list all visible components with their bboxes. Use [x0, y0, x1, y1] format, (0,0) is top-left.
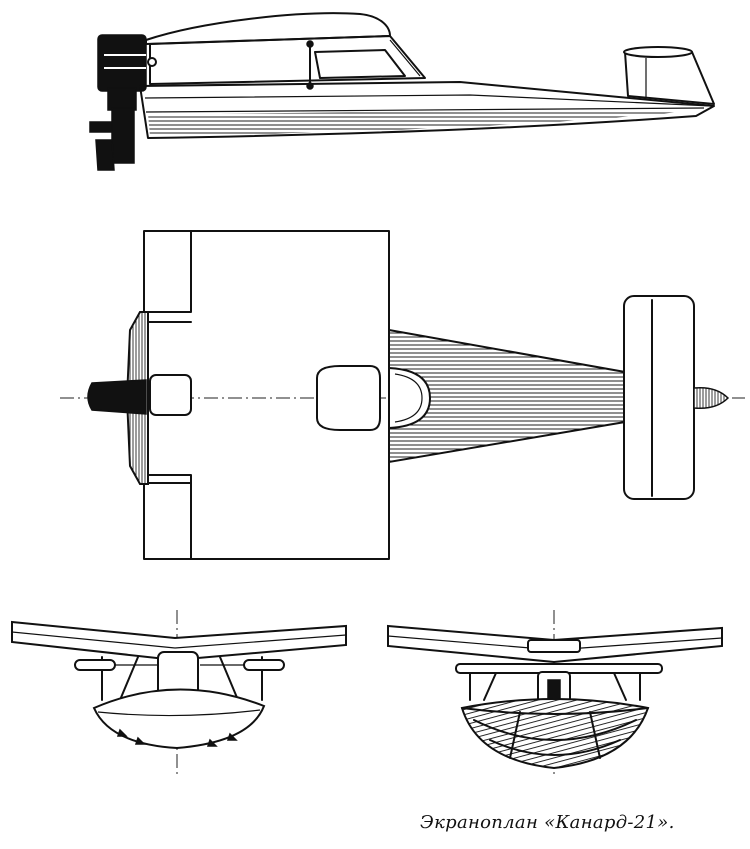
- side-view: [89, 12, 715, 171]
- top-view: [60, 230, 745, 560]
- outboard-motor: [89, 34, 147, 171]
- front-view: [11, 610, 347, 775]
- rear-view: [387, 610, 723, 775]
- figure-caption: Экраноплан «Канард-21».: [420, 812, 675, 833]
